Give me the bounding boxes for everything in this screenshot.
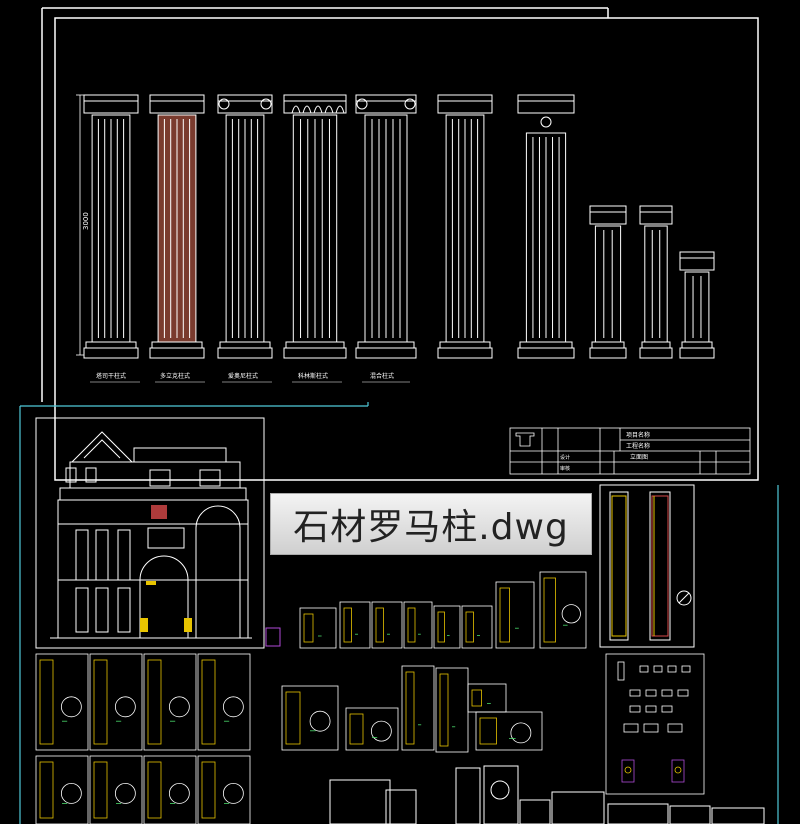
detail-drawing-10 (339, 601, 371, 649)
column-label-1: 塔司干柱式 (96, 372, 126, 380)
height-dimension: 3000 (76, 94, 90, 356)
detail-drawing-8 (197, 755, 251, 824)
tall-column-details (599, 484, 695, 648)
detail-drawing-22 (475, 711, 543, 751)
purple-detail-mark (265, 627, 281, 647)
column-6 (437, 94, 493, 359)
detail-drawing-3 (143, 653, 197, 751)
title-block-design: 设计 (560, 454, 570, 461)
detail-drawing-19 (401, 665, 435, 751)
detail-drawing-13 (433, 605, 461, 649)
symbol-sheet (605, 653, 705, 795)
roman-columns-elevation (83, 94, 715, 359)
column-2 (149, 94, 205, 359)
detail-drawing-15 (495, 581, 535, 649)
column-10 (679, 251, 715, 359)
column-labels: 塔司干柱式 多立克柱式 爱奥尼柱式 科林斯柱式 混合柱式 (96, 372, 394, 380)
detail-drawing-16 (539, 571, 587, 649)
detail-drawing-1 (35, 653, 89, 751)
detail-drawing-5 (35, 755, 89, 824)
column-label-2: 多立克柱式 (160, 372, 190, 380)
column-3 (217, 94, 273, 359)
column-8 (589, 205, 627, 359)
detail-drawing-12 (403, 601, 433, 649)
file-title-text: 石材罗马柱.dwg (293, 507, 569, 548)
column-9 (639, 205, 673, 359)
title-block: 项目名称 工程名称 设计 审核 立面图 (509, 427, 751, 475)
column-label-3: 爱奥尼柱式 (228, 372, 258, 380)
detail-drawing-17 (281, 685, 339, 751)
title-block-project: 项目名称 (626, 431, 650, 439)
detail-drawing-7 (143, 755, 197, 824)
column-5 (355, 94, 417, 359)
detail-drawing-6 (89, 755, 143, 824)
height-dim-text: 3000 (82, 212, 90, 230)
top-sheet-frame (41, 7, 759, 481)
building-facade-elevation (35, 417, 265, 649)
title-block-name: 工程名称 (626, 442, 650, 450)
lower-sheet-frame (19, 402, 779, 824)
detail-drawing-9 (299, 607, 337, 649)
column-label-4: 科林斯柱式 (298, 372, 328, 380)
detail-drawing-11 (371, 601, 403, 649)
column-label-5: 混合柱式 (370, 372, 394, 380)
detail-drawing-20 (435, 667, 469, 753)
detail-drawing-4 (197, 653, 251, 751)
detail-drawing-2 (89, 653, 143, 751)
column-1 (83, 94, 139, 359)
detail-drawing-18 (345, 707, 399, 751)
column-4 (283, 94, 347, 359)
file-title-banner: 石材罗马柱.dwg (270, 493, 592, 555)
detail-drawing-21 (467, 683, 507, 713)
bottom-detail-frames (329, 765, 765, 824)
column-detail-drawings (35, 571, 587, 824)
title-block-drawing: 立面图 (630, 453, 648, 461)
title-block-check: 审核 (560, 465, 570, 472)
column-7 (517, 94, 575, 359)
detail-drawing-14 (461, 605, 493, 649)
